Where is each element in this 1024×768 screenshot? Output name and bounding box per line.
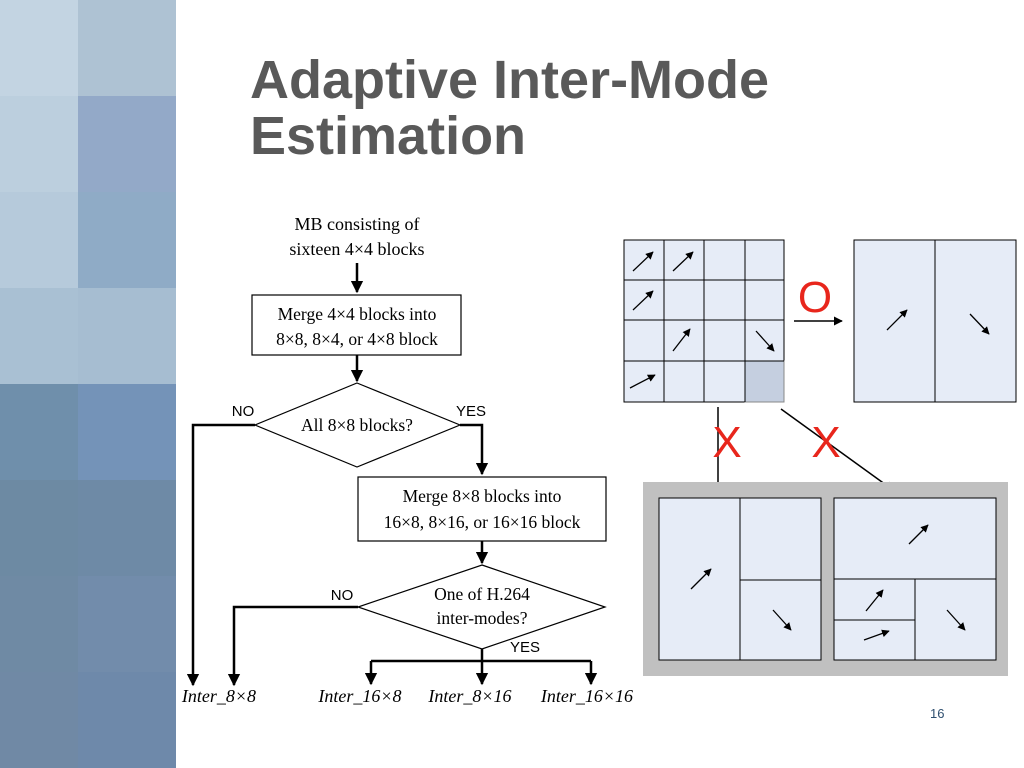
merge2-label-line-1: Merge 8×8 blocks into — [403, 486, 562, 506]
side-decoration — [0, 0, 176, 768]
valid-mark: O — [798, 273, 832, 322]
valid-result-8x16 — [853, 239, 1017, 403]
decision1-yes-label: YES — [456, 403, 486, 420]
output-inter-8x16: Inter_8×16 — [427, 686, 511, 706]
motion-vectors-invalid-left — [690, 568, 792, 631]
slide-title: Adaptive Inter-Mode Estimation — [250, 52, 769, 164]
decision1-no-label: NO — [232, 403, 255, 420]
start-label-line-1: MB consisting of — [294, 214, 419, 234]
merge1-label-line-1: Merge 4×4 blocks into — [278, 304, 437, 324]
invalid-mark-2: X — [811, 418, 840, 467]
output-inter-16x16: Inter_16×16 — [540, 686, 633, 706]
invalid-result-right — [833, 497, 997, 661]
decision2-diamond — [356, 564, 607, 650]
merge1-box — [251, 294, 462, 356]
arrow-decision1-yes — [460, 423, 489, 476]
decision2-label-line-2: inter-modes? — [436, 608, 527, 628]
slide-title-line-2: Estimation — [250, 106, 527, 166]
decision1-label: All 8×8 blocks? — [301, 415, 413, 435]
flowchart: MB consisting of sixteen 4×4 blocks Merg… — [181, 214, 633, 706]
output-inter-16x8: Inter_16×8 — [317, 686, 401, 706]
decision1-diamond — [253, 382, 462, 468]
slide-title-line-1: Adaptive Inter-Mode — [250, 50, 770, 110]
motion-vectors-invalid-right — [863, 524, 966, 641]
decision2-label-line-1: One of H.264 — [434, 584, 530, 604]
start-label-line-2: sixteen 4×4 blocks — [289, 239, 424, 259]
merge2-box — [357, 476, 607, 542]
arrow-to-invalid-result-2 — [780, 408, 894, 491]
block-illustration: O X X — [623, 239, 1017, 676]
arrow-decision1-no — [186, 423, 255, 687]
page-number: 16 — [930, 706, 945, 721]
motion-vectors-valid — [886, 309, 990, 335]
output-inter-8x8: Inter_8×8 — [181, 686, 256, 706]
decision2-yes-label: YES — [510, 639, 540, 656]
invalid-result-left — [658, 497, 822, 661]
invalid-mark-1: X — [712, 418, 741, 467]
merge1-label-line-2: 8×8, 8×4, or 4×8 block — [276, 329, 438, 349]
merge2-label-line-2: 16×8, 8×16, or 16×16 block — [384, 512, 581, 532]
arrow-decision2-no — [227, 605, 358, 687]
motion-vectors-4x4 — [629, 251, 775, 389]
grid-4x4 — [623, 239, 785, 403]
decision2-no-label: NO — [331, 587, 354, 604]
